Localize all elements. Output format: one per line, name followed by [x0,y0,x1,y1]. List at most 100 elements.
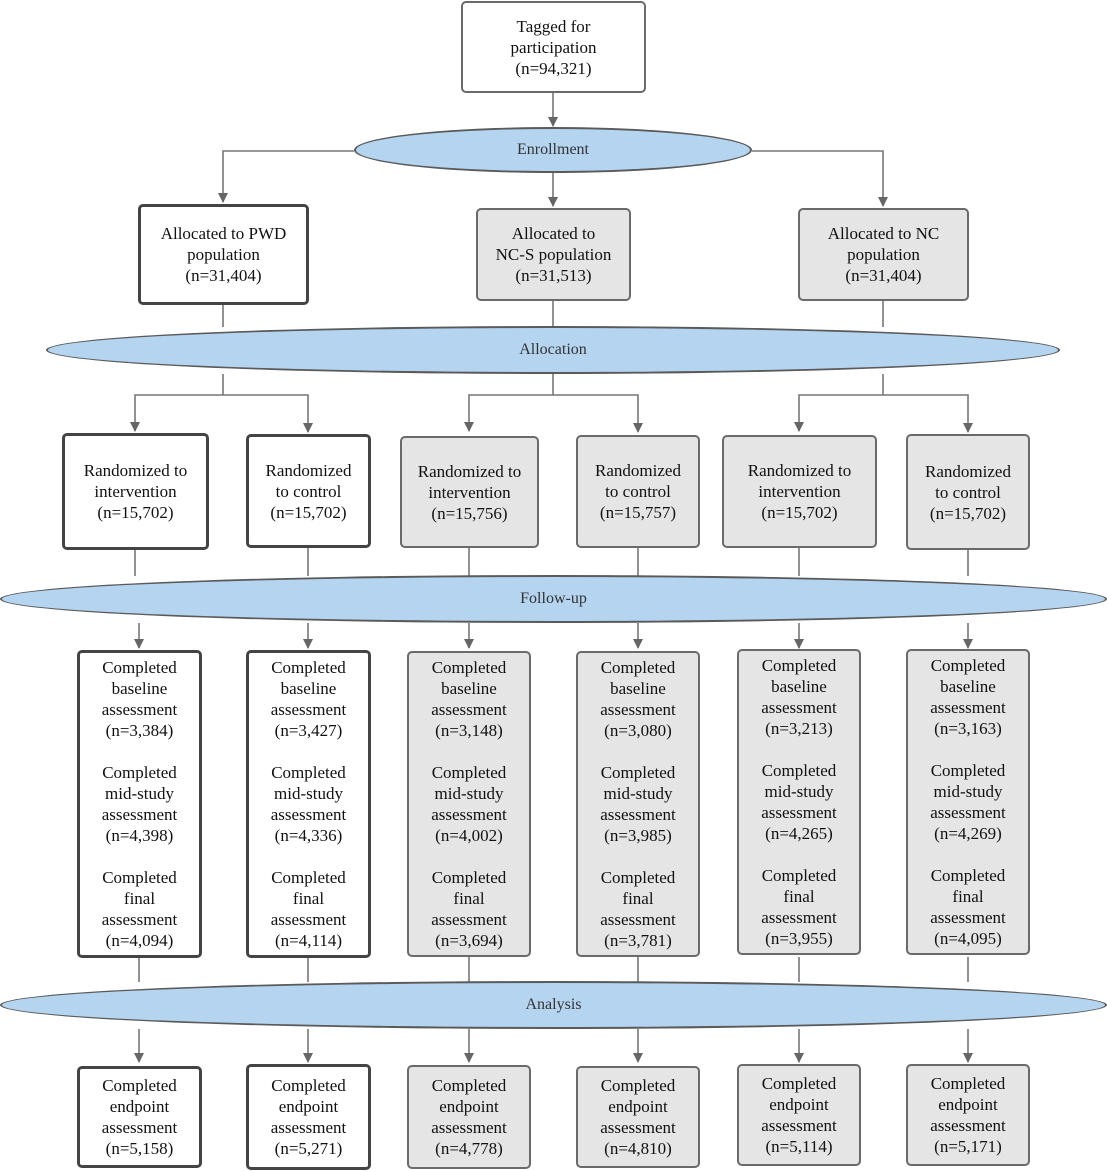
endpoint-box-4: Completed endpoint assessment (n=4,810) [576,1066,700,1168]
population-box-nc: Allocated to NC population (n=31,404) [798,208,969,301]
box-line: Completed [930,1074,1006,1093]
box-line: assessment [761,1116,837,1135]
assessment-box-5: Completed baseline assessment (n=3,213) … [737,649,861,955]
box-line: baseline [610,679,666,698]
box-line: assessment [761,698,837,717]
box-line: (n=31,513) [515,266,592,285]
box-line: assessment [930,803,1006,822]
assessment-box-1: Completed baseline assessment (n=3,384) … [77,650,202,958]
box-line: final [622,889,654,908]
box-line: mid-study [274,784,343,803]
box-line: mid-study [434,784,504,803]
box-line: assessment [600,700,676,719]
box-line: Completed [600,868,676,887]
box-line: Randomized to [417,461,522,481]
box-line: (n=3,955) [765,929,833,948]
box-line: (n=15,757) [599,503,677,522]
box-line: baseline [111,679,168,698]
box-line: mid-study [603,784,673,803]
connector-arrow [130,394,223,432]
arm-box-nc-s-intervention: Randomized to intervention (n=15,756) [400,436,539,548]
analysis-band: Analysis [0,981,1107,1029]
box-line: Completed [271,763,346,782]
tagged-for-participation-box: Tagged for participation (n=94,321) [461,1,646,93]
box-line: (n=31,404) [185,266,262,285]
box-line: Completed [600,1076,676,1095]
box-line: endpoint [278,1097,339,1116]
box-line: Completed [102,868,177,887]
box-line: intervention [758,482,841,501]
box-line: (n=3,163) [934,719,1002,738]
population-box-pwd: Allocated to PWD population (n=31,404) [138,204,309,305]
enrollment-band: Enrollment [354,127,752,173]
box-line: assessment [431,1118,507,1137]
box-line: Completed [431,1076,507,1095]
box-line: (n=15,702) [97,503,174,522]
box-line: Completed [761,656,837,675]
box-line: assessment [270,805,347,824]
box-line: (n=3,781) [604,931,672,950]
box-line: (n=4,095) [934,929,1002,948]
box-line: assessment [101,1118,178,1137]
box-line: Randomized [925,461,1011,481]
box-line: (n=15,702) [929,503,1007,523]
box-line: Randomized to [83,461,188,480]
followup-band: Follow-up [0,575,1107,623]
box-line: Completed [102,763,177,782]
box-line: (n=5,114) [765,1137,833,1156]
box-line: Completed [271,868,346,887]
box-line: mid-study [105,784,174,803]
connector-arrow [794,394,883,432]
box-line: assessment [101,805,178,824]
assessment-box-6: Completed baseline assessment (n=3,163) … [906,649,1030,955]
connector-arrow [752,150,888,207]
box-line: (n=15,702) [270,502,347,522]
box-line: (n=4,094) [105,931,174,950]
box-line: assessment [101,700,178,719]
arm-box-nc-intervention: Randomized to intervention (n=15,702) [722,435,877,548]
box-line: (n=31,404) [845,266,922,285]
box-line: Randomized [265,460,352,480]
box-line: endpoint [608,1097,668,1116]
box-line: Completed [761,1074,837,1093]
box-line: assessment [930,908,1006,927]
box-line: assessment [431,910,507,929]
assessment-box-4: Completed baseline assessment (n=3,080) … [576,651,700,957]
box-line: baseline [280,679,337,698]
box-line: assessment [600,1118,676,1137]
box-line: (n=4,778) [435,1139,503,1158]
box-line: Completed [271,1076,346,1095]
box-line: Randomized to [747,461,852,480]
box-line: NC-S population [495,245,612,264]
box-line: Completed [431,658,507,677]
box-line: (n=4,336) [274,826,343,845]
box-line: baseline [771,677,827,696]
box-line: to control [275,481,342,501]
arm-box-nc-s-control: Randomized to control (n=15,757) [576,435,700,548]
box-line: assessment [761,803,837,822]
arm-box-nc-control: Randomized to control (n=15,702) [906,434,1030,550]
box-line: Completed [271,658,346,677]
box-line: Completed [431,763,507,782]
box-line: assessment [930,698,1006,717]
arm-box-pwd-control: Randomized to control (n=15,702) [246,434,371,548]
box-line: to control [605,482,671,501]
endpoint-box-1: Completed endpoint assessment (n=5,158) [77,1066,202,1168]
box-line: endpoint [769,1095,829,1114]
box-line: Randomized [595,461,681,480]
box-line: assessment [431,805,507,824]
box-line: Completed [930,761,1006,780]
box-line: Completed [761,866,837,885]
box-line: Completed [761,761,837,780]
box-line: Allocated to [511,224,596,243]
box-line: assessment [270,1118,347,1137]
box-line: (n=3,148) [435,721,503,740]
box-line: intervention [428,482,511,502]
box-line: (n=3,985) [604,826,672,845]
box-line: (n=4,002) [435,826,503,845]
box-line: endpoint [109,1097,170,1116]
box-line: assessment [600,910,676,929]
connector-arrow [883,394,973,433]
box-line: (n=5,171) [934,1137,1002,1156]
